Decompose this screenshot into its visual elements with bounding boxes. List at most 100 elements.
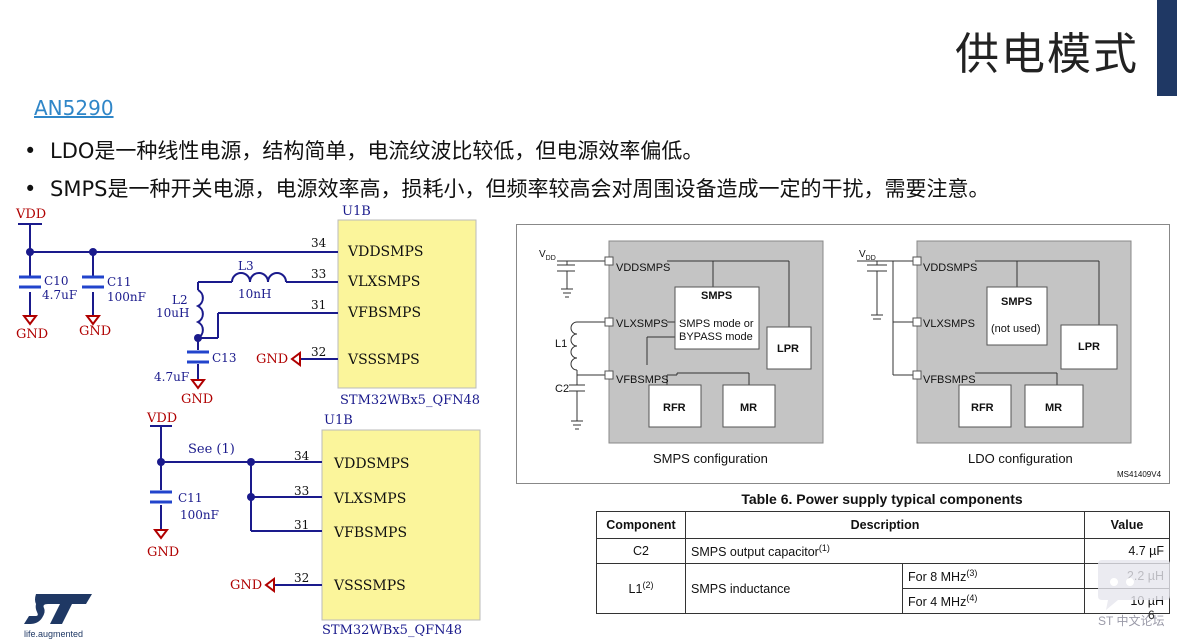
chip2-pin-name: VSSSMPS [333,578,406,594]
table-row: C2 SMPS output capacitor(1) 4.7 µF [596,538,1170,564]
chip2-part: STM32WBx5_QFN48 [322,623,462,638]
table-caption: Table 6. Power supply typical components [741,491,1023,507]
forum-watermark: ST 中文论坛 [1098,614,1165,628]
smps-block [674,286,760,350]
cell-component: L1(2) [596,563,686,614]
lpr-block [1060,324,1118,370]
smps-mode-line1: SMPS mode or [679,318,754,330]
l2-value: 10uH [156,306,189,320]
table-row: L1(2) SMPS inductance For 8 MHz(3) 2.2 µ… [596,563,1170,614]
c2-label: C2 [555,383,569,395]
mr-block [722,384,776,428]
rfr-block [958,384,1012,428]
vdd-label: VDD [859,249,876,262]
chip2-pin-num: 31 [294,518,309,532]
chip2-ref: U1B [324,413,353,428]
chip-u1b-ldo [321,429,481,621]
bullet-dot: • [24,139,37,163]
rfr-label: RFR [971,402,994,414]
cell-subcondition: For 8 MHz(3) [902,563,1085,589]
gnd-label: GND [147,545,179,560]
gnd-label: GND [181,392,213,407]
chip1-pin-name: VFBSMPS [347,305,421,321]
chip1-pin-num: 31 [311,298,326,312]
pin-label: VFBSMPS [616,374,669,386]
bullet-smps-text: SMPS是一种开关电源，电源效率高，损耗小，但频率较高会对周围设备造成一定的干扰… [50,177,990,201]
cell-value: 4.7 µF [1084,538,1170,564]
c11-value: 100nF [107,290,146,304]
st-tagline: life.augmented [24,629,84,639]
rfr-block [648,384,702,428]
table-header-row: Component Description Value [596,511,1170,539]
smps-schematics: U1B STM32WBx5_QFN48 VDDSMPS VLXSMPS VFBS… [15,204,481,638]
chip2-pin-num: 33 [294,484,309,498]
smps-unused-block [986,286,1048,346]
c10-value: 4.7uF [42,288,77,302]
smps-title: SMPS [701,290,732,302]
cell-description: SMPS inductance [685,563,903,614]
chip1-pin-name: VDDSMPS [347,244,424,260]
lpr-block [766,326,812,370]
bullet-list: • LDO是一种线性电源，结构简单，电流纹波比较低，但电源效率偏低。 • SMPS是… [24,132,989,208]
title-accent-bar [1157,0,1177,96]
chat-bubble-icon[interactable] [1096,556,1172,614]
rfr-label: RFR [663,402,686,414]
smps-not-used: (not used) [991,323,1041,335]
vdd-label: VDD [15,207,46,222]
power-config-diagram: VDD VDDSMPS VLXSMPS VFBSMPS SMPS SMPS mo… [516,224,1170,484]
power-config-svg: VDD VDDSMPS VLXSMPS VFBSMPS SMPS SMPS mo… [539,240,1162,479]
chip2-pin-num: 34 [294,449,310,463]
st-logo-icon [24,594,92,624]
gnd-label: GND [16,327,48,342]
c10-label: C10 [44,274,68,288]
c11-label: C11 [107,275,131,289]
l1-label: L1 [555,338,567,350]
gnd-label: GND [256,352,288,367]
see-note: See (1) [188,442,235,457]
pin-label: VFBSMPS [923,374,976,386]
vdd-label: VDD [146,411,177,426]
cell-description: SMPS output capacitor(1) [685,538,1085,564]
chip-u1b-smps [337,219,477,389]
gnd-label: GND [230,578,262,593]
pin-label: VLXSMPS [616,318,668,330]
chip1-pin-name: VLXSMPS [347,274,420,290]
smps-title: SMPS [1001,296,1032,308]
bullet-ldo-text: LDO是一种线性电源，结构简单，电流纹波比较低，但电源效率偏低。 [50,139,704,163]
power-supply-table: Component Description Value C2 SMPS outp… [596,511,1170,614]
chip2-pin-name: VFBSMPS [333,525,407,541]
pin-label: VLXSMPS [923,318,975,330]
cell-component: C2 [596,538,686,564]
pin-label: VDDSMPS [616,262,670,274]
bullet-ldo: • LDO是一种线性电源，结构简单，电流纹波比较低，但电源效率偏低。 [24,132,989,170]
mr-block [1024,384,1084,428]
l2-label: L2 [172,293,188,307]
lpr-label: LPR [777,343,799,355]
gnd-label: GND [79,324,111,339]
pin-label: VDDSMPS [923,262,977,274]
mr-label: MR [1045,402,1062,414]
chip1-pin-num: 34 [311,236,327,250]
smps-config-caption: SMPS configuration [653,451,768,466]
bullet-dot: • [24,177,37,201]
col-value: Value [1084,511,1170,539]
chip2-pin-name: VLXSMPS [333,491,406,507]
page-number: 6 [1148,608,1155,622]
chip1-pin-num: 33 [311,267,326,281]
bullet-smps: • SMPS是一种开关电源，电源效率高，损耗小，但频率较高会对周围设备造成一定的干… [24,170,989,208]
c13-value: 4.7uF [154,370,189,384]
col-description: Description [685,511,1085,539]
mr-label: MR [740,402,757,414]
c13-label: C13 [212,351,236,365]
smps-mode-line2: BYPASS mode [679,331,753,343]
l3-label: L3 [238,259,254,273]
diagram-code: MS41409V4 [1117,470,1162,479]
ldo-config-caption: LDO configuration [968,451,1073,466]
c11-value: 100nF [180,508,219,522]
chip2-pin-num: 32 [294,571,309,585]
col-component: Component [596,511,686,539]
lpr-label: LPR [1078,341,1100,353]
l3-value: 10nH [238,287,271,301]
chip1-pin-num: 32 [311,345,326,359]
an5290-link[interactable]: AN5290 [34,96,114,120]
